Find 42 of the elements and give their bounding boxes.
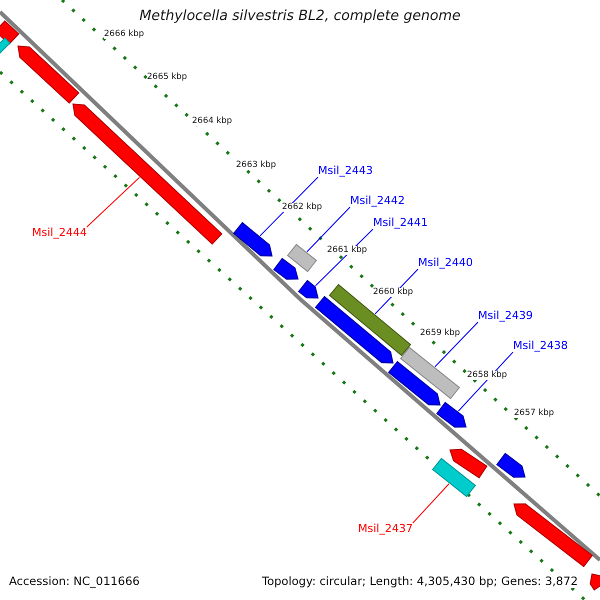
leader-line [86, 176, 140, 228]
gene-label: Msil_2437 [358, 523, 413, 536]
leader-line [434, 322, 478, 368]
gene-feature [0, 20, 20, 45]
gene-label: Msil_2444 [32, 227, 87, 240]
scale-label: 2665 kbp [147, 73, 188, 82]
gene-feature [436, 402, 467, 428]
gene-feature [388, 360, 441, 406]
leader-line [306, 206, 350, 252]
gene-label: Msil_2442 [350, 195, 405, 208]
info-text: Accession: NC_011666 [9, 575, 140, 588]
gene-feature [232, 222, 273, 257]
gene-label: Msil_2441 [373, 217, 428, 230]
leader-line [412, 483, 450, 524]
title: Methylocella silvestris BL2, complete genome [138, 9, 462, 24]
gene-feature [17, 45, 80, 104]
gene-label: Msil_2438 [513, 340, 568, 352]
scale-label: 2662 kbp [282, 203, 322, 212]
gene-feature [286, 244, 318, 272]
info-text: Topology: circular; Length: 4,305,430 bp; Genes: 3,872 [262, 575, 578, 588]
gene-label: Msil_2440 [418, 257, 473, 270]
gene-feature [0, 37, 11, 54]
scale-label: 2659 kbp [420, 329, 460, 338]
scale-label: 2663 kbp [236, 161, 276, 170]
gene-feature [400, 346, 460, 400]
gene-feature [298, 280, 319, 299]
gene-feature [273, 258, 299, 280]
gene-feature [590, 573, 600, 591]
scale-label: 2660 kbp [373, 288, 414, 298]
gene-label: Msil_2443 [318, 165, 373, 178]
gene-feature [328, 284, 412, 356]
scale-label: 2664 kbp [192, 117, 232, 126]
scale-label: 2658 kbp [467, 371, 508, 380]
scale-label: 2661 kbp [327, 246, 368, 256]
gene-feature [449, 448, 488, 478]
gene-feature [432, 458, 476, 498]
gene-feature [496, 452, 526, 478]
gene-feature [513, 503, 593, 568]
gene-feature [314, 296, 394, 364]
scale-label: 2657 kbp [514, 409, 554, 418]
gene-label: Msil_2439 [478, 310, 533, 322]
scale-label: 2666 kbp [104, 30, 144, 40]
